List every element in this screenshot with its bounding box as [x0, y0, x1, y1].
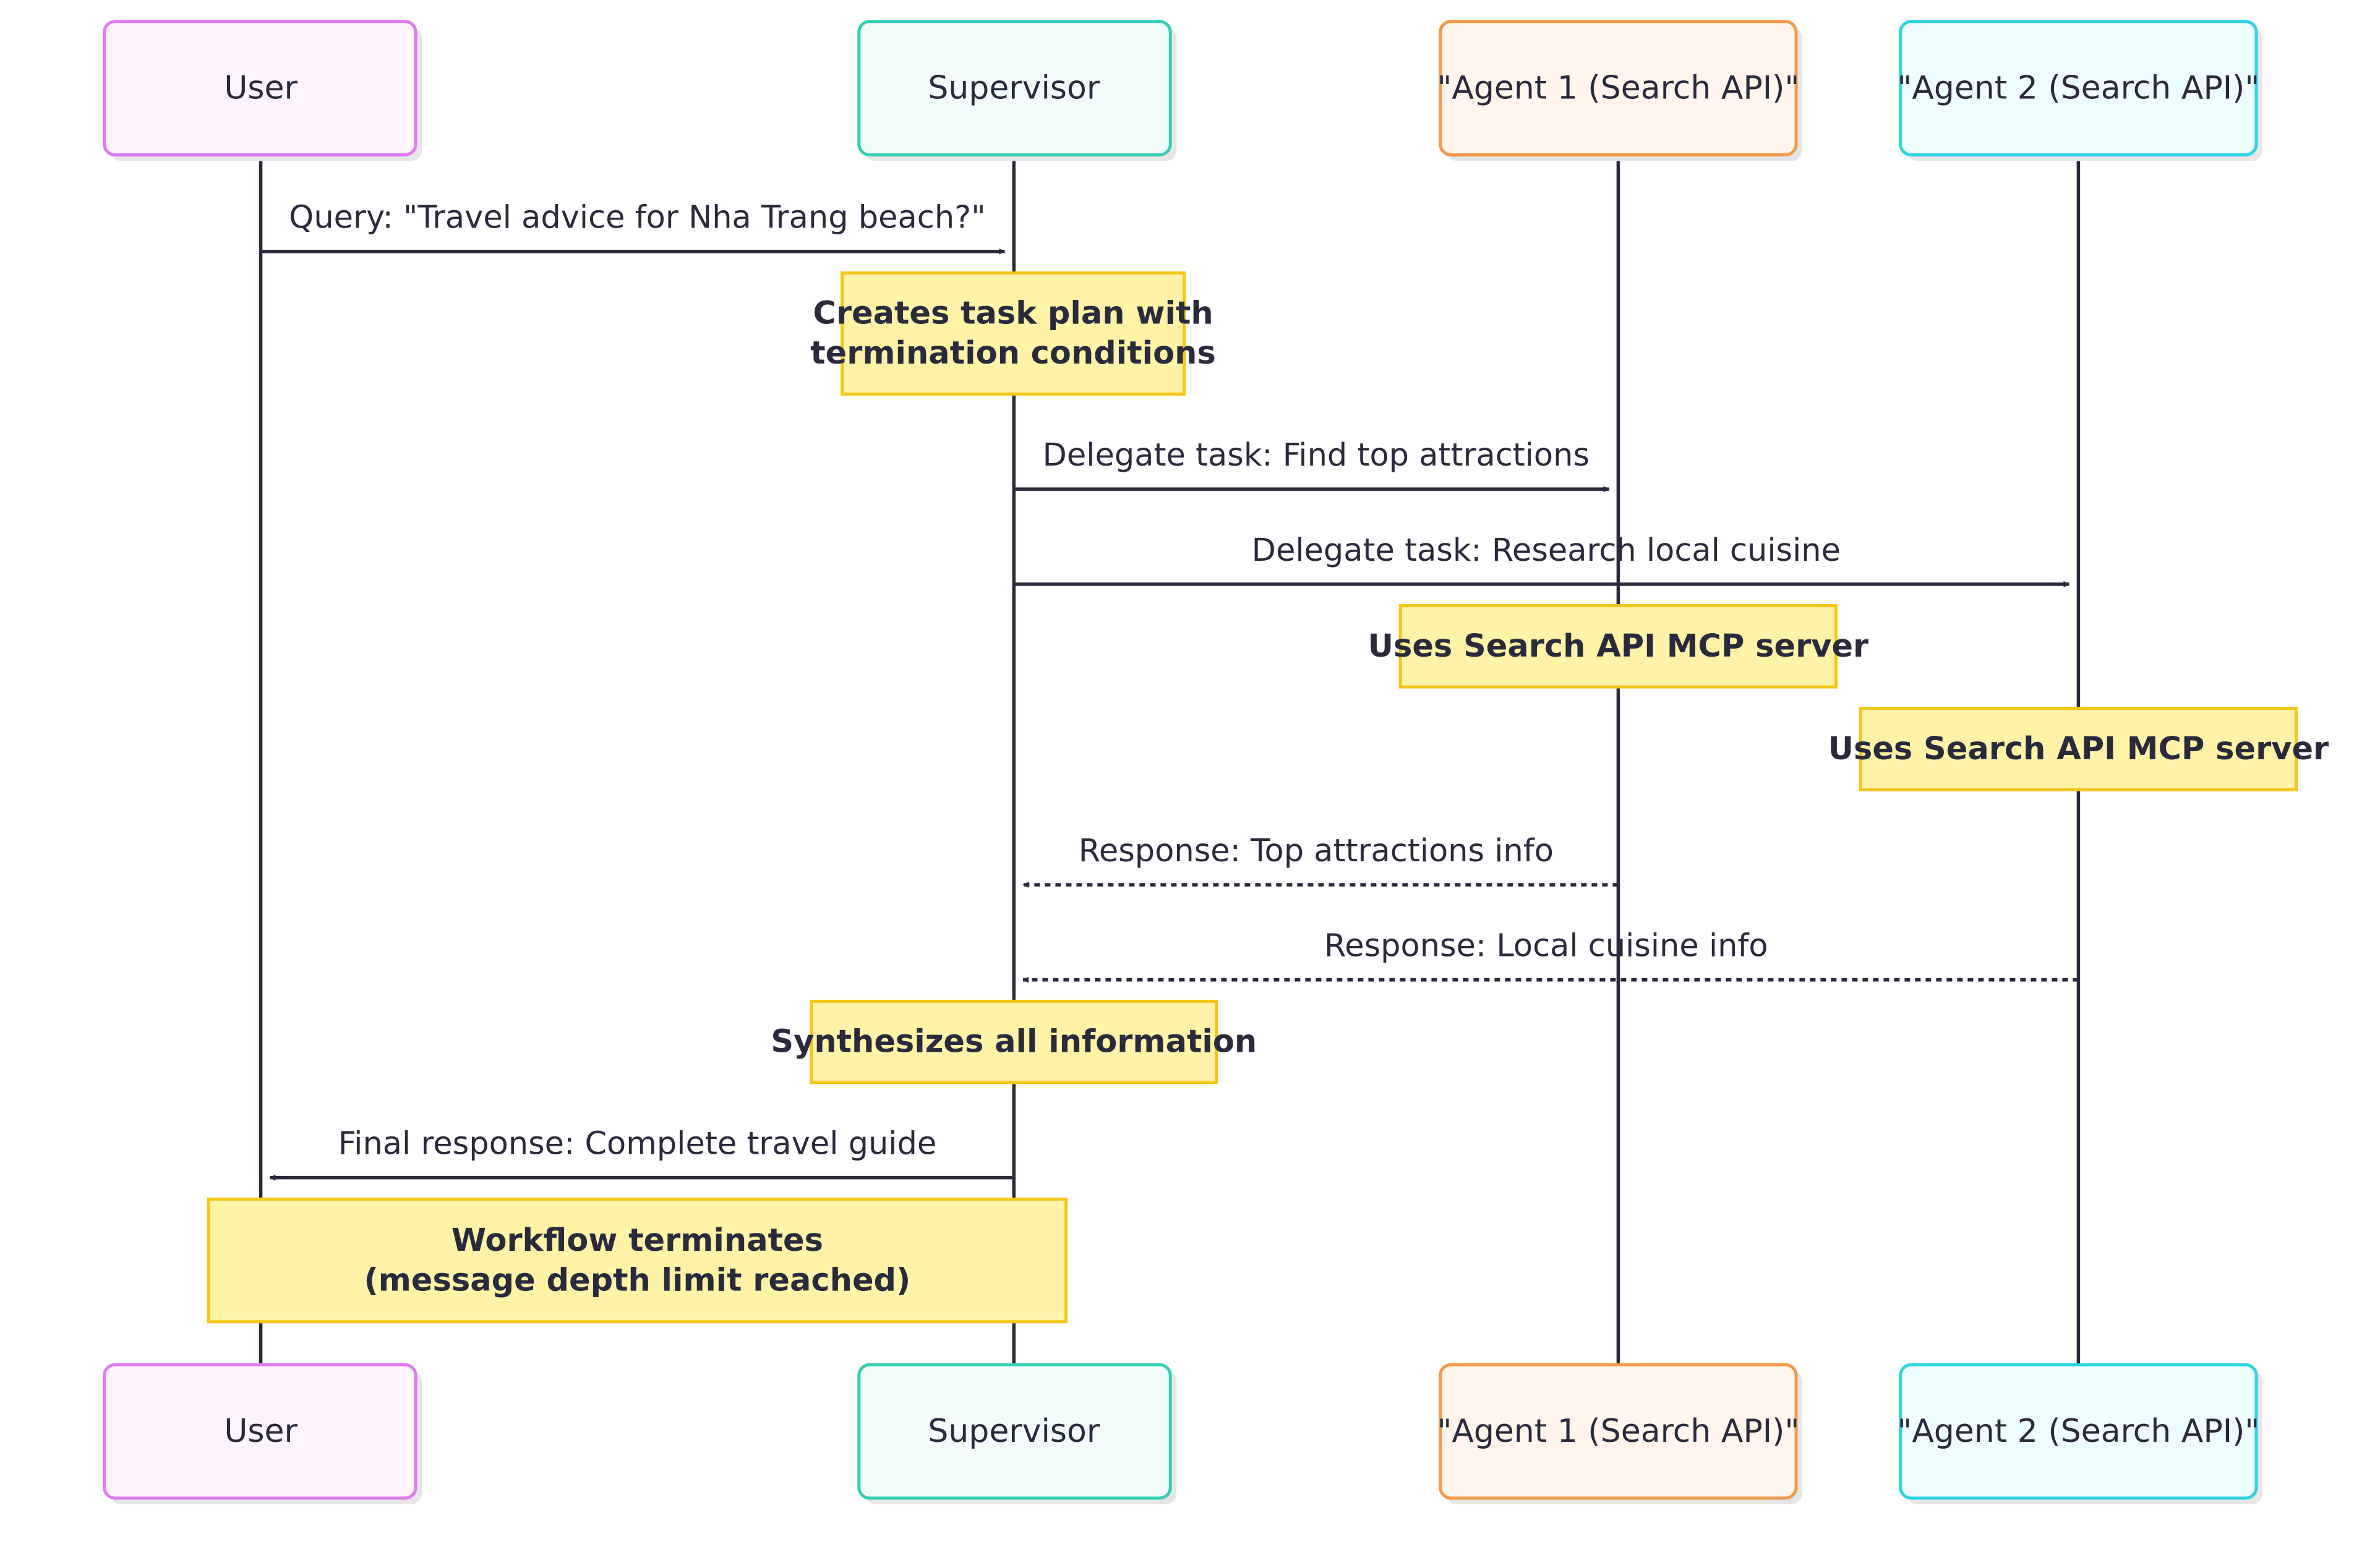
actor-label: "Agent 2 (Search API)": [1897, 1413, 2259, 1450]
actor-agent1-bottom: "Agent 1 (Search API)": [1437, 1363, 1802, 1504]
note-box: [1859, 707, 2298, 791]
note-text: Uses Search API MCP server: [1368, 628, 1869, 665]
note-5: Workflow terminates(message depth limit …: [207, 1197, 1068, 1324]
note-text: Synthesizes all information: [771, 1024, 1257, 1060]
actor-label: Supervisor: [928, 70, 1100, 107]
message-6: Final response: Complete travel guide: [269, 1126, 1014, 1181]
note-text: Creates task plan with: [813, 296, 1213, 332]
message-1: Query: "Travel advice for Nha Trang beac…: [260, 200, 1006, 255]
actor-label: "Agent 1 (Search API)": [1437, 1413, 1799, 1450]
note-text: (message depth limit reached): [364, 1262, 910, 1298]
actor-label: User: [224, 1413, 297, 1450]
message-label: Final response: Complete travel guide: [338, 1126, 937, 1162]
note-box: [810, 999, 1218, 1084]
message-4: Response: Top attractions info: [1022, 833, 1619, 888]
message-label: Delegate task: Find top attractions: [1043, 437, 1590, 474]
note-2: Uses Search API MCP server: [1368, 604, 1869, 689]
note-box: [841, 271, 1186, 396]
actor-box: [857, 20, 1172, 156]
actor-box: [1899, 20, 2258, 156]
message-3: Delegate task: Research local cuisine: [1014, 532, 2070, 587]
note-text: termination conditions: [810, 335, 1216, 372]
actor-agent1-top: "Agent 1 (Search API)": [1437, 20, 1802, 161]
note-box: [1398, 604, 1838, 689]
actor-box: [857, 1363, 1172, 1500]
actor-supervisor-top: Supervisor: [857, 20, 1177, 161]
message-5: Response: Local cuisine info: [1022, 928, 2079, 983]
message-label: Response: Local cuisine info: [1324, 928, 1768, 965]
message-2: Delegate task: Find top attractions: [1014, 437, 1610, 493]
actor-box: [103, 20, 417, 156]
note-text: Uses Search API MCP server: [1828, 731, 2329, 767]
actor-user-top: User: [103, 20, 422, 161]
message-label: Response: Top attractions info: [1079, 833, 1554, 869]
actor-label: "Agent 2 (Search API)": [1897, 70, 2259, 107]
note-box: [207, 1197, 1068, 1324]
note-4: Synthesizes all information: [771, 999, 1257, 1084]
note-3: Uses Search API MCP server: [1828, 707, 2329, 791]
actor-box: [1439, 20, 1798, 156]
note-text: Workflow terminates: [451, 1222, 823, 1259]
message-label: Query: "Travel advice for Nha Trang beac…: [289, 200, 986, 236]
actor-agent2-top: "Agent 2 (Search API)": [1897, 20, 2262, 161]
actor-box: [1899, 1363, 2258, 1500]
actor-label: "Agent 1 (Search API)": [1437, 70, 1799, 107]
actor-label: Supervisor: [928, 1413, 1100, 1450]
actor-box: [1439, 1363, 1798, 1500]
actor-agent2-bottom: "Agent 2 (Search API)": [1897, 1363, 2262, 1504]
message-label: Delegate task: Research local cuisine: [1252, 532, 1841, 569]
actor-supervisor-bottom: Supervisor: [857, 1363, 1177, 1504]
actor-user-bottom: User: [103, 1363, 422, 1504]
actor-box: [103, 1363, 417, 1500]
actor-label: User: [224, 70, 297, 107]
